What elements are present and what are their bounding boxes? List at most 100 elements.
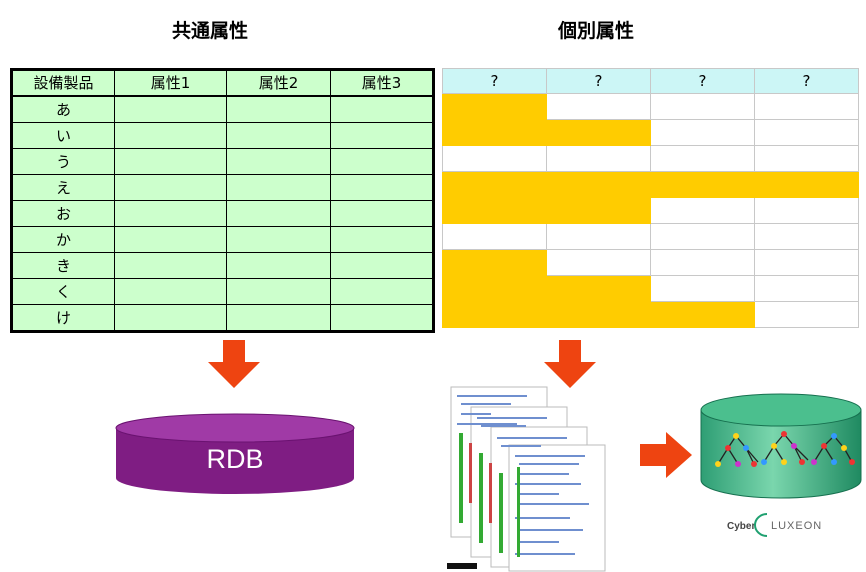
attribute-cell: [330, 122, 434, 149]
table-row: お: [11, 200, 434, 227]
empty-attribute-cell: [754, 197, 859, 224]
empty-attribute-cell: [650, 223, 755, 250]
filled-attribute-cell: [442, 249, 547, 276]
attribute-cell: [330, 200, 434, 227]
attribute-cell: [114, 122, 227, 149]
header-cell-unknown-1: ?: [442, 68, 547, 94]
attribute-cell: [226, 122, 331, 149]
common-attributes-table: 設備製品 属性1 属性2 属性3 あいうえおかきくけ: [10, 68, 435, 333]
empty-attribute-cell: [754, 275, 859, 302]
filled-attribute-cell: [650, 301, 755, 328]
empty-attribute-cell: [546, 93, 651, 120]
attribute-cell: [114, 278, 227, 305]
table-row: [442, 197, 859, 224]
attribute-cell: [114, 252, 227, 279]
attribute-cell: [226, 174, 331, 201]
table-row: あ: [11, 95, 434, 123]
table-row: え: [11, 174, 434, 201]
xml-documents-icon: [447, 386, 606, 572]
row-label: え: [11, 174, 115, 201]
attribute-cell: [114, 304, 227, 332]
attribute-cell: [226, 95, 331, 123]
table-row: [442, 145, 859, 172]
empty-attribute-cell: [754, 223, 859, 250]
empty-attribute-cell: [442, 145, 547, 172]
table-row: き: [11, 252, 434, 279]
filled-attribute-cell: [442, 275, 547, 302]
empty-attribute-cell: [650, 275, 755, 302]
table-row: [442, 223, 859, 250]
attribute-cell: [226, 304, 331, 332]
row-label: く: [11, 278, 115, 305]
attribute-cell: [114, 148, 227, 175]
attribute-cell: [114, 95, 227, 123]
attribute-cell: [114, 174, 227, 201]
filled-attribute-cell: [546, 171, 651, 198]
header-cell-unknown-2: ?: [546, 68, 651, 94]
table-row: [442, 93, 859, 120]
common-attributes-heading: 共通属性: [172, 20, 249, 42]
attribute-cell: [226, 252, 331, 279]
header-cell-unknown-4: ?: [754, 68, 859, 94]
empty-attribute-cell: [650, 119, 755, 146]
right-arrow-icon: [640, 432, 692, 478]
individual-attributes-heading: 個別属性: [558, 20, 635, 42]
row-label: う: [11, 148, 115, 175]
empty-attribute-cell: [754, 93, 859, 120]
table-header-row: 設備製品 属性1 属性2 属性3: [11, 69, 434, 97]
filled-attribute-cell: [546, 301, 651, 328]
table-row: う: [11, 148, 434, 175]
svg-text:Cyber: Cyber: [727, 521, 755, 532]
svg-text:LUXEON: LUXEON: [771, 520, 822, 532]
header-cell-attr1: 属性1: [114, 69, 227, 97]
header-cell-unknown-3: ?: [650, 68, 755, 94]
table-row: く: [11, 278, 434, 305]
rdb-database-icon: [115, 413, 355, 494]
header-cell-attr2: 属性2: [226, 69, 331, 97]
attribute-cell: [330, 148, 434, 175]
row-label: き: [11, 252, 115, 279]
cyber-luxeon-database-icon: [700, 393, 862, 499]
header-cell-attr3: 属性3: [330, 69, 434, 97]
filled-attribute-cell: [650, 171, 755, 198]
filled-attribute-cell: [546, 119, 651, 146]
row-label: い: [11, 122, 115, 149]
row-label: か: [11, 226, 115, 253]
attribute-cell: [114, 200, 227, 227]
table-header-row: ? ? ? ?: [442, 68, 859, 94]
attribute-cell: [330, 252, 434, 279]
table-row: け: [11, 304, 434, 332]
rdb-label: RDB: [206, 444, 264, 474]
header-cell-equipment: 設備製品: [11, 69, 115, 97]
attribute-cell: [114, 226, 227, 253]
table-row: か: [11, 226, 434, 253]
empty-attribute-cell: [650, 93, 755, 120]
empty-attribute-cell: [442, 223, 547, 250]
attribute-cell: [226, 226, 331, 253]
filled-attribute-cell: [442, 119, 547, 146]
row-label: お: [11, 200, 115, 227]
empty-attribute-cell: [546, 145, 651, 172]
table-row: [442, 275, 859, 302]
table-row: [442, 301, 859, 328]
filled-attribute-cell: [754, 171, 859, 198]
empty-attribute-cell: [754, 249, 859, 276]
row-label: け: [11, 304, 115, 332]
table-row: [442, 119, 859, 146]
cyber-luxeon-logo: Cyber LUXEON: [727, 513, 822, 537]
filled-attribute-cell: [442, 301, 547, 328]
down-arrow-icon: [544, 340, 596, 388]
attribute-cell: [330, 278, 434, 305]
empty-attribute-cell: [546, 249, 651, 276]
filled-attribute-cell: [442, 171, 547, 198]
table-row: い: [11, 122, 434, 149]
empty-attribute-cell: [754, 301, 859, 328]
attribute-cell: [226, 200, 331, 227]
attribute-cell: [330, 174, 434, 201]
attribute-cell: [330, 304, 434, 332]
empty-attribute-cell: [650, 197, 755, 224]
empty-attribute-cell: [650, 249, 755, 276]
attribute-cell: [330, 226, 434, 253]
empty-attribute-cell: [754, 145, 859, 172]
filled-attribute-cell: [442, 93, 547, 120]
